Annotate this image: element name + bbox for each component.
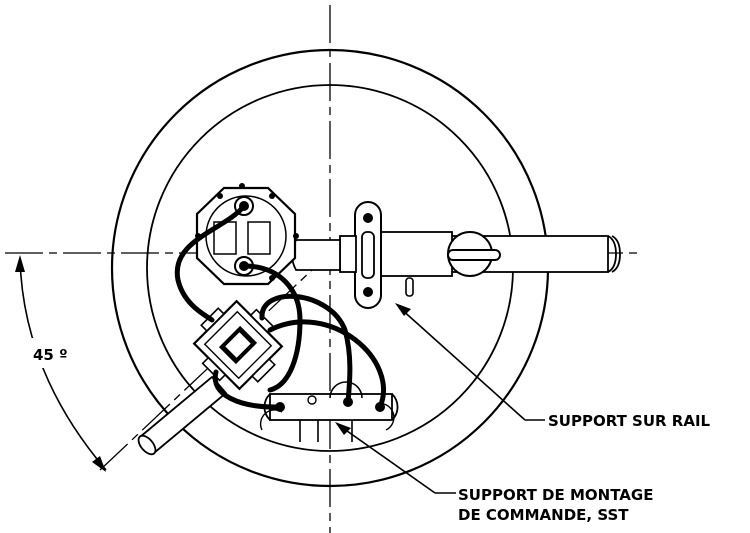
control-mount [259, 381, 399, 442]
mount-plate [269, 393, 393, 421]
rail-support [339, 201, 414, 309]
leader-rail: SUPPORT SUR RAIL [395, 303, 711, 430]
pipe-coupling [379, 231, 453, 277]
cable-loop [267, 319, 386, 410]
elbow-fitting [291, 239, 341, 271]
leader-mount: SUPPORT DE MONTAGE DE COMMANDE, SST [335, 422, 653, 524]
cable-top [174, 203, 247, 323]
callout-mount-line1: SUPPORT DE MONTAGE [458, 486, 653, 504]
arrow-top [15, 255, 25, 272]
rail-stop [405, 277, 414, 297]
octagon-housing [195, 186, 297, 286]
arrow-bottom [92, 456, 106, 472]
valve-handle [447, 249, 501, 261]
callout-rail-support: SUPPORT SUR RAIL [548, 412, 711, 430]
callout-mount-line2: DE COMMANDE, SST [458, 506, 629, 524]
cable-bottom [212, 369, 283, 410]
angle-label: 45 º [33, 346, 68, 364]
rail-bolt-bottom [363, 287, 373, 297]
ball-valve [447, 231, 501, 277]
rail-bolt-top [363, 213, 373, 223]
angle-dimension: 45 º [15, 255, 107, 472]
pipe-break-end [607, 235, 617, 273]
cable-right [259, 293, 353, 405]
junction-box [192, 299, 284, 391]
rail-slot [361, 231, 375, 279]
rail-flange [339, 235, 357, 273]
wiring [174, 203, 386, 410]
